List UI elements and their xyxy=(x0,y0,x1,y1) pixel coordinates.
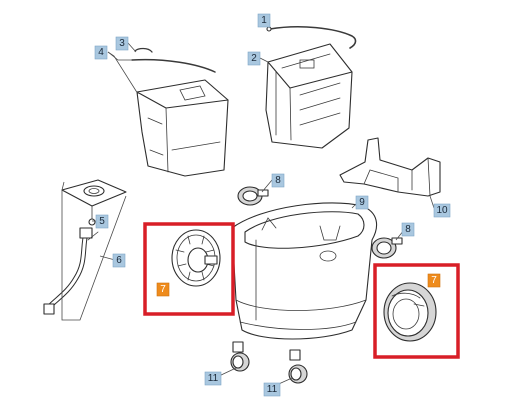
callout-11-right: 11 xyxy=(263,382,281,397)
callout-8-lower: 8 xyxy=(401,222,415,237)
part-handle-wire xyxy=(266,25,357,49)
svg-text:3: 3 xyxy=(119,38,125,49)
part-caster-right xyxy=(288,349,308,384)
callout-3: 3 xyxy=(115,36,129,51)
svg-text:7: 7 xyxy=(160,284,166,295)
svg-text:2: 2 xyxy=(251,53,257,64)
part-knob-upper xyxy=(237,186,269,206)
part-inner-container xyxy=(136,79,229,177)
svg-text:5: 5 xyxy=(99,216,105,227)
callout-9: 9 xyxy=(355,195,369,210)
callout-2: 2 xyxy=(247,51,261,66)
part-wire-clip xyxy=(131,47,216,73)
svg-text:9: 9 xyxy=(359,197,365,208)
callout-10: 10 xyxy=(433,203,451,218)
part-handle-bracket xyxy=(339,137,441,197)
part-filter-basket xyxy=(265,43,353,149)
callout-8-upper: 8 xyxy=(271,173,285,188)
svg-text:11: 11 xyxy=(267,384,278,395)
part-hose-connector xyxy=(61,179,127,226)
svg-text:10: 10 xyxy=(436,205,448,216)
highlight-frame-left xyxy=(143,222,235,316)
part-caster-left xyxy=(230,341,250,372)
callout-6: 6 xyxy=(112,253,126,268)
callout-1: 1 xyxy=(257,13,271,28)
svg-text:8: 8 xyxy=(275,175,281,186)
svg-text:6: 6 xyxy=(116,255,122,266)
svg-text:8: 8 xyxy=(405,224,411,235)
part-knob-lower xyxy=(371,237,403,259)
svg-text:4: 4 xyxy=(98,47,104,58)
callout-7-left: 7 xyxy=(156,282,170,297)
callout-11-left: 11 xyxy=(204,371,222,386)
part-drain-hose xyxy=(43,227,99,315)
svg-text:11: 11 xyxy=(208,373,219,384)
callout-5: 5 xyxy=(95,214,109,229)
callout-4: 4 xyxy=(94,45,108,60)
part-fan-wheel xyxy=(171,229,221,287)
callout-7-right: 7 xyxy=(427,273,441,288)
svg-text:1: 1 xyxy=(261,15,267,26)
part-round-cap xyxy=(383,282,437,342)
part-main-tank xyxy=(231,202,378,340)
highlight-frame-right xyxy=(373,263,460,359)
svg-text:7: 7 xyxy=(431,275,437,286)
